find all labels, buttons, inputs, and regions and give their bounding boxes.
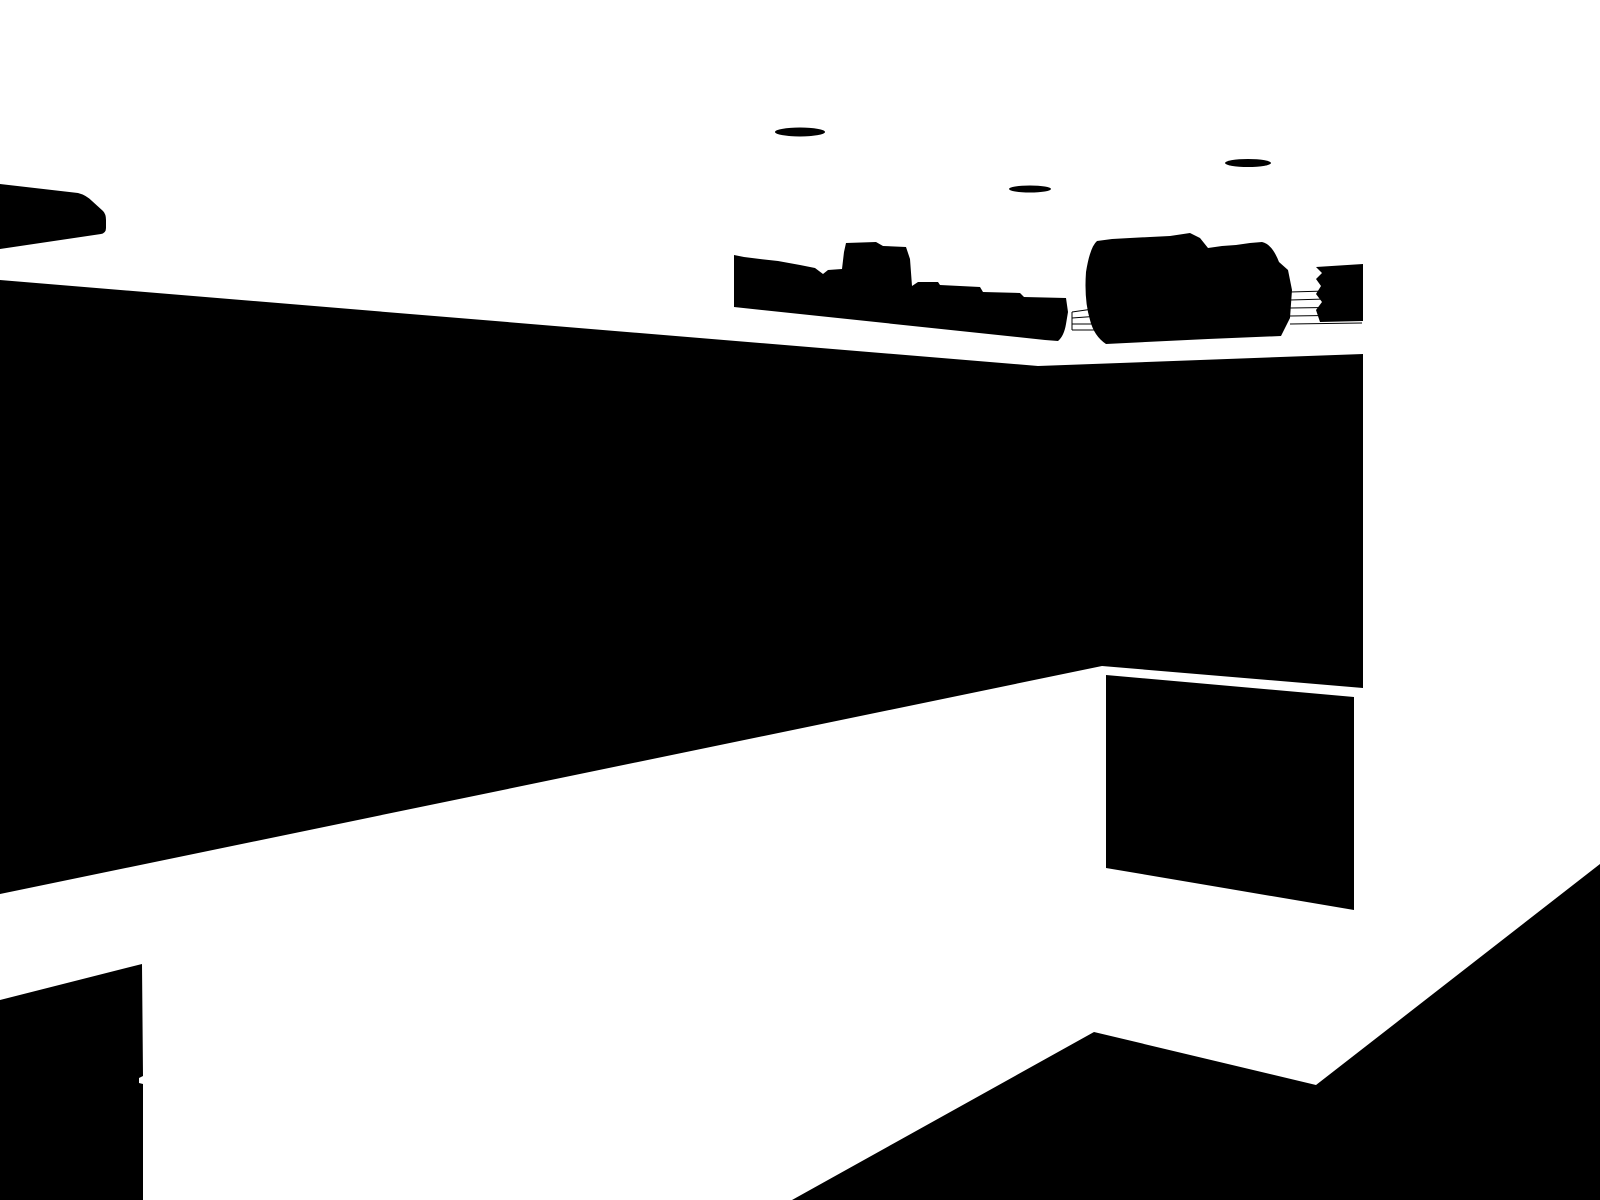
small-shelf bbox=[1316, 264, 1363, 322]
ceiling-light-3 bbox=[1225, 159, 1271, 167]
ceiling-light-2 bbox=[1009, 185, 1051, 193]
ceiling-lights bbox=[775, 127, 1271, 193]
lower-left-cabinet bbox=[0, 964, 143, 1200]
lower-cabinet bbox=[1106, 675, 1354, 910]
upper-left-hood bbox=[0, 184, 106, 249]
rack-lines bbox=[1071, 289, 1363, 331]
upper-cabinet bbox=[0, 280, 1363, 894]
shelf-items-right bbox=[1085, 233, 1292, 344]
ceiling-light-1 bbox=[775, 127, 825, 137]
shelf-items-left bbox=[734, 242, 1068, 341]
floor-shadow bbox=[792, 864, 1600, 1200]
